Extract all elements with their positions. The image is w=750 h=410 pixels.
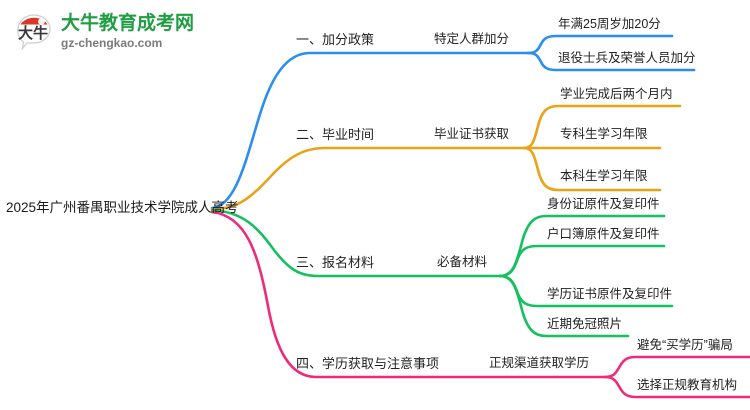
leaf-label-1-1[interactable]: 年满25周岁加20分: [558, 17, 661, 31]
mindmap-root-label[interactable]: 2025年广州番禺职业技术学院成人高考: [6, 200, 239, 215]
subbranch-label-2[interactable]: 毕业证书获取: [434, 127, 510, 141]
branch-label-3[interactable]: 三、报名材料: [296, 255, 375, 270]
leaf-label-1-2[interactable]: 退役士兵及荣誉人员加分: [558, 51, 696, 65]
svg-text:大牛: 大牛: [18, 24, 48, 42]
leaf-label-3-3[interactable]: 学历证书原件及复印件: [547, 287, 673, 301]
leaf-label-2-3[interactable]: 本科生学习年限: [560, 169, 648, 183]
branch-label-2[interactable]: 二、毕业时间: [296, 127, 375, 142]
branch-label-4[interactable]: 四、学历获取与注意事项: [296, 356, 440, 371]
branch-connector-3: [210, 208, 674, 338]
logo-title: 大牛教育成考网: [61, 12, 195, 34]
leaf-label-3-1[interactable]: 身份证原件及复印件: [547, 197, 660, 211]
leaf-label-4-2[interactable]: 选择正规教育机构: [637, 378, 738, 392]
logo-text-group: 大牛教育成考网 gz-chengkao.com: [61, 14, 194, 49]
subbranch-label-4[interactable]: 正规渠道获取学历: [489, 356, 590, 370]
leaf-label-2-2[interactable]: 专科生学习年限: [560, 127, 648, 141]
logo-bubble-icon: 大牛: [17, 14, 51, 51]
leaf-label-4-1[interactable]: 避免“买学历”骗局: [637, 338, 733, 352]
leaf-label-3-4[interactable]: 近期免冠照片: [547, 317, 623, 331]
subbranch-label-3[interactable]: 必备材料: [437, 255, 488, 269]
branch-connector-1: [210, 34, 696, 210]
logo-subtitle: gz-chengkao.com: [61, 35, 163, 50]
logo-mark-icon: 大牛: [14, 11, 54, 51]
branch-connector-2: [210, 104, 682, 211]
leaf-label-2-1[interactable]: 学业完成后两个月内: [560, 87, 673, 101]
leaf-label-3-2[interactable]: 户口簿原件及复印件: [547, 227, 660, 241]
branch-connector-4: [210, 210, 750, 399]
site-logo[interactable]: 大牛 大牛教育成考网 gz-chengkao.com: [14, 8, 194, 54]
subbranch-label-1[interactable]: 特定人群加分: [434, 32, 510, 46]
branch-label-1[interactable]: 一、加分政策: [296, 32, 375, 47]
